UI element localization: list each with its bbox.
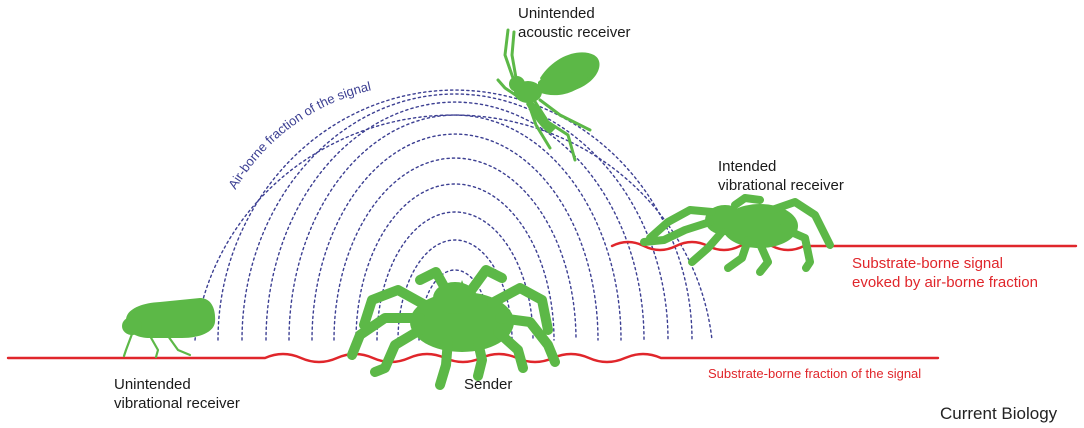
label-line: Intended	[718, 157, 844, 176]
label-sender: Sender	[464, 375, 512, 394]
label-line: vibrational receiver	[114, 394, 240, 413]
label-line: acoustic receiver	[518, 23, 631, 42]
label-substrate-borne-fraction: Substrate-borne fraction of the signal	[708, 366, 921, 382]
label-unintended-acoustic-receiver: Unintended acoustic receiver	[518, 4, 631, 42]
journal-credit: Current Biology	[940, 404, 1057, 423]
airborne-label: Air-borne fraction of the signal	[225, 79, 372, 192]
vibrational-receiver-leafhopper-icon	[122, 298, 215, 357]
label-line: Unintended	[114, 375, 240, 394]
intended-receiver-spider-icon	[644, 198, 830, 272]
sender-spider-icon	[352, 270, 555, 385]
label-substrate-evoked: Substrate-borne signal evoked by air-bor…	[852, 254, 1038, 292]
label-line: vibrational receiver	[718, 176, 844, 195]
label-unintended-vibrational-receiver: Unintended vibrational receiver	[114, 375, 240, 413]
label-line: Substrate-borne signal	[852, 254, 1038, 273]
label-intended-vibrational-receiver: Intended vibrational receiver	[718, 157, 844, 195]
lower-substrate	[8, 354, 938, 362]
label-line: evoked by air-borne fraction	[852, 273, 1038, 292]
lower-stem-line	[8, 354, 938, 362]
label-line: Unintended	[518, 4, 631, 23]
acoustic-receiver-wasp-icon	[498, 30, 600, 160]
